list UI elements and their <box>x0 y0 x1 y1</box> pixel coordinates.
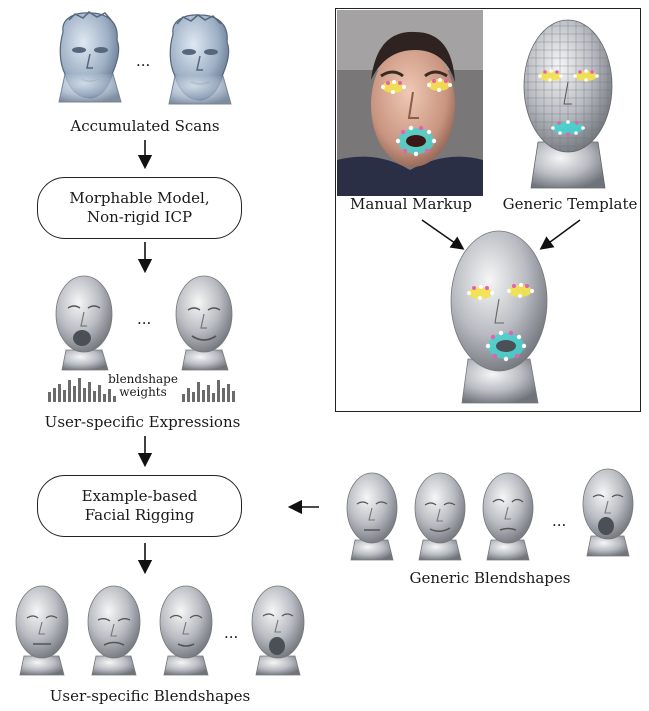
arrow-scans-to-icp <box>135 138 155 174</box>
generic-blendshapes-label: Generic Blendshapes <box>380 570 600 587</box>
user-blendshape-head-4 <box>244 582 312 677</box>
weights-label-line2: weights <box>108 386 178 399</box>
generic-template-label: Generic Template <box>497 196 643 213</box>
accumulated-scan-1 <box>55 10 125 105</box>
user-blendshape-head-3 <box>152 582 220 677</box>
arrow-rigging-to-user-blendshapes <box>135 541 155 577</box>
generic-blendshape-head-1 <box>340 470 404 562</box>
user-expression-head-1 <box>48 272 120 372</box>
blendshape-weights-label: blendshape weights <box>108 373 178 399</box>
rigging-box-line2: Facial Rigging <box>85 506 194 526</box>
arrow-generic-to-rigging <box>285 497 325 517</box>
fitted-template-head <box>440 225 558 405</box>
generic-template-wireframe-head <box>513 12 623 188</box>
generic-blendshape-head-4 <box>576 466 640 558</box>
user-blendshape-head-2 <box>80 582 148 677</box>
accumulated-scan-2 <box>165 12 235 107</box>
generic-blendshape-head-3 <box>476 470 540 562</box>
example-based-rigging-box: Example-based Facial Rigging <box>37 475 242 537</box>
ellipsis-expressions: ... <box>137 310 151 328</box>
icp-box-line2: Non-rigid ICP <box>87 208 192 228</box>
ellipsis-scans: ... <box>136 52 150 70</box>
arrow-icp-to-expressions <box>135 240 155 276</box>
user-expression-head-2 <box>168 272 240 372</box>
blendshape-weights-bars-right <box>182 376 238 402</box>
manual-markup-label: Manual Markup <box>341 196 481 213</box>
accumulated-scans-label: Accumulated Scans <box>40 118 250 135</box>
user-specific-expressions-label: User-specific Expressions <box>20 414 265 431</box>
user-specific-blendshapes-label: User-specific Blendshapes <box>20 688 280 705</box>
ellipsis-generic-blendshapes: ... <box>552 512 566 530</box>
generic-blendshape-head-2 <box>408 470 472 562</box>
user-blendshape-head-1 <box>8 582 76 677</box>
ellipsis-user-blendshapes: ... <box>224 624 238 642</box>
icp-box-line1: Morphable Model, <box>69 189 209 209</box>
arrow-expressions-to-rigging <box>135 434 155 470</box>
manual-markup-photo <box>337 10 483 196</box>
rigging-box-line1: Example-based <box>82 487 198 507</box>
morphable-model-icp-box: Morphable Model, Non-rigid ICP <box>37 177 242 239</box>
